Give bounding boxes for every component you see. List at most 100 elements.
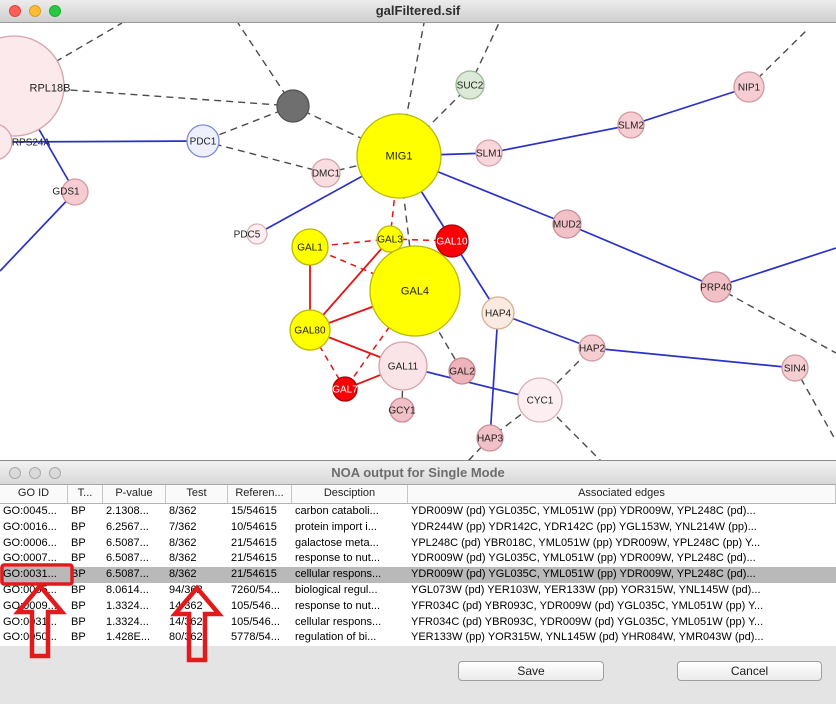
- table-cell: biological regul...: [295, 583, 378, 596]
- column-header-desciption[interactable]: Desciption: [292, 485, 408, 503]
- graph-node-label-GAL1: GAL1: [297, 243, 323, 254]
- table-cell: protein import i...: [295, 520, 377, 533]
- graph-node-HAP4[interactable]: [481, 296, 515, 330]
- graph-node-GAL10[interactable]: [435, 224, 469, 258]
- table-cell: YDR009W (pd) YGL035C, YML051W (pp) YDR00…: [411, 552, 756, 565]
- graph-edge-SLM2-NIP1: [630, 86, 750, 126]
- graph-node-NIP1[interactable]: [733, 71, 765, 103]
- graph-node-label-GAL4: GAL4: [401, 286, 429, 298]
- graph-node-unlabeled[interactable]: [276, 89, 310, 123]
- table-cell: 8.0614...: [106, 583, 149, 596]
- graph-node-PDC1[interactable]: [186, 124, 220, 158]
- table-cell: 8/362: [169, 536, 197, 549]
- table-cell: 5778/54...: [231, 631, 280, 644]
- minimize-button-icon[interactable]: [29, 5, 41, 17]
- zoom-button-icon[interactable]: [49, 467, 61, 479]
- table-cell: YFR034C (pd) YBR093C, YDR009W (pd) YGL03…: [411, 599, 764, 612]
- graph-node-HAP2[interactable]: [578, 334, 606, 362]
- graph-node-GAL2[interactable]: [448, 357, 476, 385]
- column-header-go-id[interactable]: GO ID: [0, 485, 68, 503]
- column-header-p-value[interactable]: P-value: [103, 485, 166, 503]
- graph-node-HAP3[interactable]: [476, 424, 504, 452]
- graph-node-MUD2[interactable]: [552, 209, 582, 239]
- graph-node-GAL80[interactable]: [289, 309, 331, 351]
- graph-node-GCY1[interactable]: [389, 397, 415, 423]
- graph-node-GDS1[interactable]: [61, 178, 89, 206]
- column-header-t[interactable]: T...: [68, 485, 103, 503]
- column-header-test[interactable]: Test: [166, 485, 228, 503]
- save-button[interactable]: Save: [458, 661, 604, 681]
- table-cell: 6.5087...: [106, 536, 149, 549]
- column-header-referen[interactable]: Referen...: [228, 485, 292, 503]
- graph-node-GAL7[interactable]: [332, 376, 358, 402]
- graph-node-SUC2[interactable]: [455, 70, 485, 100]
- traffic-lights: [9, 5, 61, 17]
- graph-node-GAL1[interactable]: [291, 228, 329, 266]
- graph-node-GAL3[interactable]: [376, 225, 404, 253]
- table-cell: GO:0006...: [3, 536, 57, 549]
- network-graph[interactable]: RPL18BRPS24AGDS1PDC1DMC1MIG1SUC2SLM1SLM2…: [0, 23, 836, 460]
- table-cell: 7/362: [169, 520, 197, 533]
- graph-edge-HAP2-SIN4: [591, 347, 796, 369]
- graph-node-label-GAL7: GAL7: [332, 385, 358, 396]
- graph-node-SLM1[interactable]: [475, 139, 503, 167]
- graph-node-label-PRP40: PRP40: [700, 283, 732, 294]
- graph-node-SLM2[interactable]: [617, 111, 645, 139]
- cancel-button[interactable]: Cancel: [677, 661, 822, 681]
- graph-edge-PDC1-DMC1: [202, 140, 327, 174]
- graph-node-RPL18B[interactable]: [0, 35, 65, 137]
- table-cell: BP: [71, 599, 86, 612]
- column-header-associated-edges[interactable]: Associated edges: [408, 485, 836, 503]
- noa-window-titlebar[interactable]: NOA output for Single Mode: [0, 461, 836, 485]
- table-cell: BP: [71, 615, 86, 628]
- table-cell: cellular respons...: [295, 615, 382, 628]
- graph-node-PDC5[interactable]: [246, 223, 268, 245]
- graph-node-MIG1[interactable]: [356, 113, 442, 199]
- table-cell: BP: [71, 505, 86, 517]
- graph-node-label-HAP3: HAP3: [477, 434, 504, 445]
- minimize-button-icon[interactable]: [29, 467, 41, 479]
- table-cell: GO:0045...: [3, 505, 57, 517]
- graph-node-label-SLM1: SLM1: [476, 149, 503, 160]
- table-cell: BP: [71, 520, 86, 533]
- table-cell: YPL248C (pd) YBR018C, YML051W (pp) YDR00…: [411, 536, 761, 549]
- table-cell: 6.2567...: [106, 520, 149, 533]
- graph-edge-GAL1-GAL4: [309, 246, 416, 292]
- graph-node-CYC1[interactable]: [517, 377, 563, 423]
- graph-node-GAL4[interactable]: [369, 245, 461, 337]
- table-cell: BP: [71, 583, 86, 596]
- table-cell: 6.5087...: [106, 552, 149, 565]
- graph-node-label-PDC5: PDC5: [234, 230, 261, 241]
- graph-node-label-GCY1: GCY1: [388, 406, 416, 417]
- graph-window-titlebar[interactable]: galFiltered.sif: [0, 0, 836, 23]
- table-cell: 80/362: [169, 631, 203, 644]
- graph-node-GAL11[interactable]: [378, 341, 428, 391]
- graph-node-label-SUC2: SUC2: [457, 81, 484, 92]
- graph-edge-GAL4-GAL7: [344, 290, 416, 390]
- table-cell: BP: [71, 631, 86, 644]
- close-button-icon[interactable]: [9, 5, 21, 17]
- close-button-icon[interactable]: [9, 467, 21, 479]
- graph-node-PRP40[interactable]: [700, 271, 732, 303]
- graph-node-RPS24A[interactable]: [0, 124, 13, 160]
- graph-window-title: galFiltered.sif: [375, 3, 461, 18]
- graph-node-SIN4[interactable]: [781, 354, 809, 382]
- table-cell: 14/362: [169, 615, 203, 628]
- table-cell: YGL073W (pd) YER103W, YER133W (pp) YOR31…: [411, 583, 761, 596]
- table-cell: 105/546...: [231, 615, 280, 628]
- zoom-button-icon[interactable]: [49, 5, 61, 17]
- graph-node-DMC1[interactable]: [311, 158, 341, 188]
- table-cell: 21/54615: [231, 536, 277, 549]
